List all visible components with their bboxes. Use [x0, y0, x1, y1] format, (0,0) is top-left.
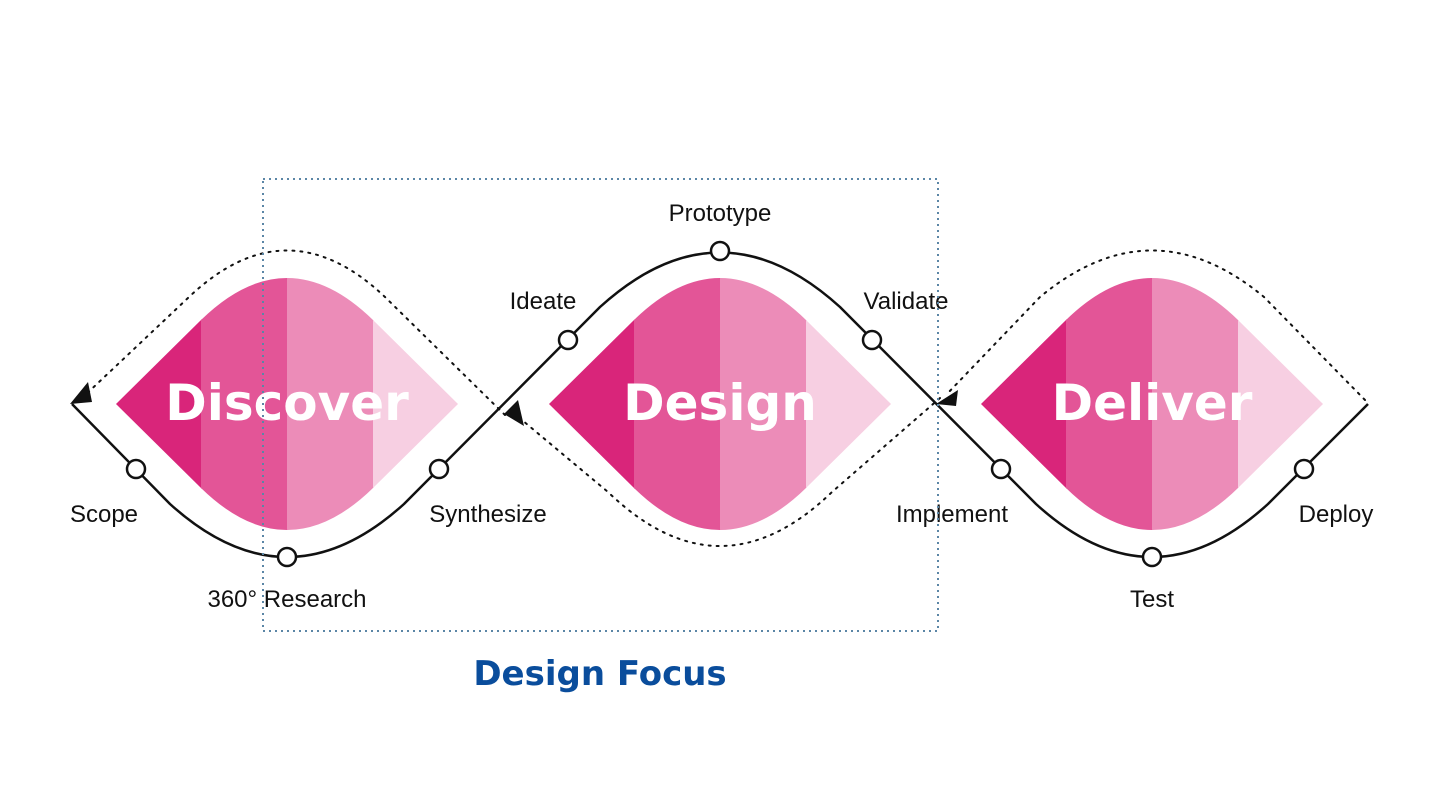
node-scope — [125, 458, 147, 480]
discover-band-2 — [201, 278, 288, 530]
node-ideate — [557, 329, 579, 351]
arrowhead-synthesize-icon — [504, 400, 524, 426]
phase-title-design: Design — [623, 374, 817, 432]
discover-band-3 — [287, 278, 374, 530]
deliver-band-3 — [1152, 278, 1239, 530]
node-synthesize — [428, 458, 450, 480]
arrowhead-left-icon — [70, 382, 92, 404]
step-label-validate: Validate — [864, 288, 949, 315]
node-implement — [990, 458, 1012, 480]
node-prototype — [709, 240, 731, 262]
step-label-prototype: Prototype — [669, 200, 772, 227]
node-deploy — [1293, 458, 1315, 480]
design-band-3 — [720, 278, 807, 530]
phase-title-deliver: Deliver — [1052, 374, 1253, 432]
dotted-loop-deliver — [945, 249, 1366, 401]
arrowhead-implement-icon — [936, 390, 958, 406]
step-label-ideate: Ideate — [510, 288, 577, 315]
step-label-scope: Scope — [70, 501, 138, 528]
design-band-2 — [634, 278, 721, 530]
node-test — [1141, 546, 1163, 568]
step-label-deploy: Deploy — [1299, 501, 1374, 528]
step-label-implement: Implement — [896, 501, 1008, 528]
dotted-loop-discover — [79, 249, 506, 416]
design-focus-box — [262, 178, 939, 632]
dotted-loop-design — [509, 397, 941, 547]
deliver-band-2 — [1066, 278, 1153, 530]
step-label-test: Test — [1130, 586, 1174, 613]
node-validate — [861, 329, 883, 351]
step-label-synthesize: Synthesize — [429, 501, 546, 528]
phase-title-discover: Discover — [165, 374, 409, 432]
design-focus-caption: Design Focus — [473, 654, 726, 694]
step-label-research: 360° Research — [207, 586, 366, 613]
node-research — [276, 546, 298, 568]
